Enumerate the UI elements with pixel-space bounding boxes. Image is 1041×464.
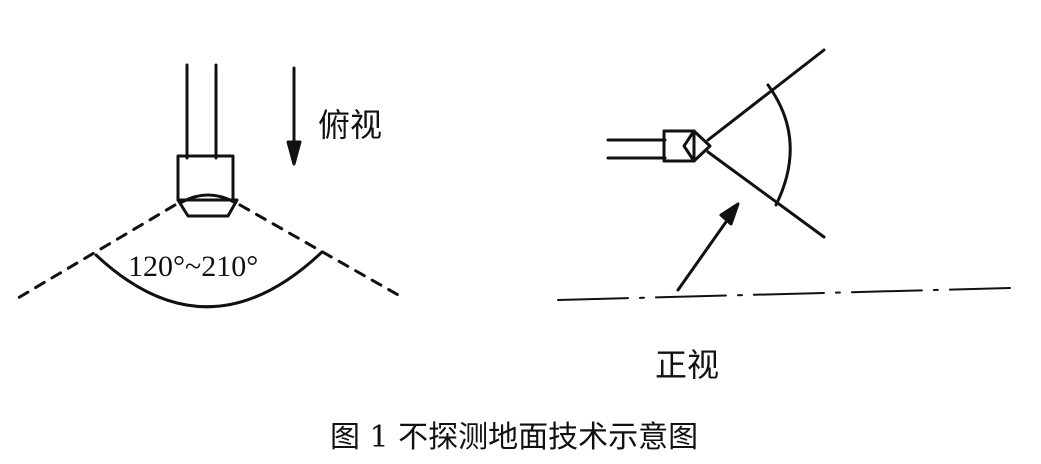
detector-body-top <box>176 154 235 202</box>
pointer-arrowhead <box>719 202 740 226</box>
fov-edge-upper <box>706 48 826 142</box>
detector-body-front <box>662 129 696 163</box>
label-front-view: 正视 <box>655 346 720 384</box>
view-direction-arrowhead <box>286 140 302 166</box>
fov-edge-lower <box>706 150 826 239</box>
pointer-arrow <box>676 210 735 292</box>
angle-arc-top <box>94 250 324 309</box>
fov-boundary-right <box>238 203 402 298</box>
detector-lens-top <box>176 198 239 218</box>
label-top-view: 俯视 <box>318 106 383 144</box>
label-angle-range: 120°~210° <box>128 250 259 283</box>
detector-lens-curve-top <box>180 193 236 204</box>
detector-lens-front <box>682 129 712 163</box>
angle-arc-front <box>766 83 792 207</box>
fov-boundary-left <box>16 203 177 300</box>
ground-line <box>557 287 1011 301</box>
figure-caption: 图 1 不探测地面技术示意图 <box>330 420 699 455</box>
